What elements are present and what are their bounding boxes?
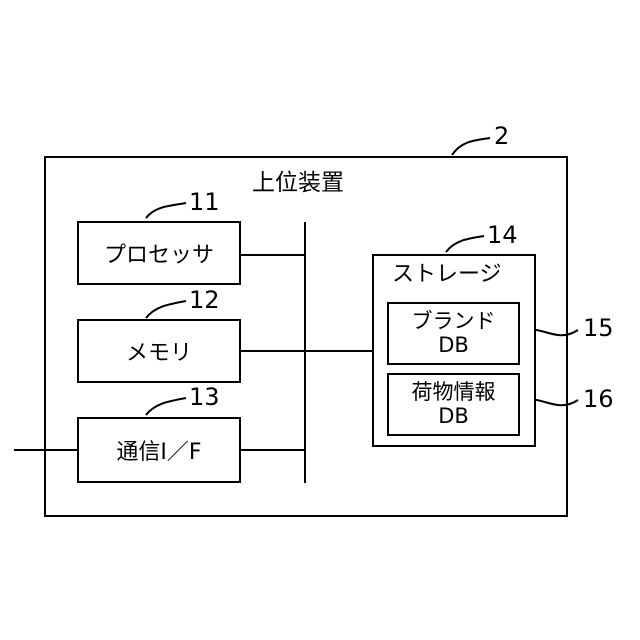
memory-label: メモリ [126,335,192,367]
brand-db-label: ブランド [412,310,496,333]
cargo-db-ref: 16 [583,387,614,411]
brand-db-suffix: DB [438,334,469,357]
comm-if-label: 通信I／F [116,434,201,466]
host-device-label: 上位装置 [252,172,344,195]
brand-db-box: ブランド DB [387,302,520,365]
host-device-ref: 2 [494,124,509,148]
processor-ref: 11 [189,190,220,214]
brand-db-ref: 15 [583,316,614,340]
cargo-db-box: 荷物情報 DB [387,373,520,436]
memory-ref: 12 [189,288,220,312]
comm-if-box: 通信I／F [77,417,241,483]
comm-if-ref: 13 [189,385,220,409]
cargo-db-suffix: DB [438,405,469,428]
memory-box: メモリ [77,319,241,383]
processor-label: プロセッサ [104,237,214,269]
cargo-db-label: 荷物情報 [412,381,496,404]
storage-label: ストレージ [392,264,502,286]
processor-box: プロセッサ [77,221,241,285]
leader-device [452,138,490,155]
storage-ref: 14 [487,223,518,247]
